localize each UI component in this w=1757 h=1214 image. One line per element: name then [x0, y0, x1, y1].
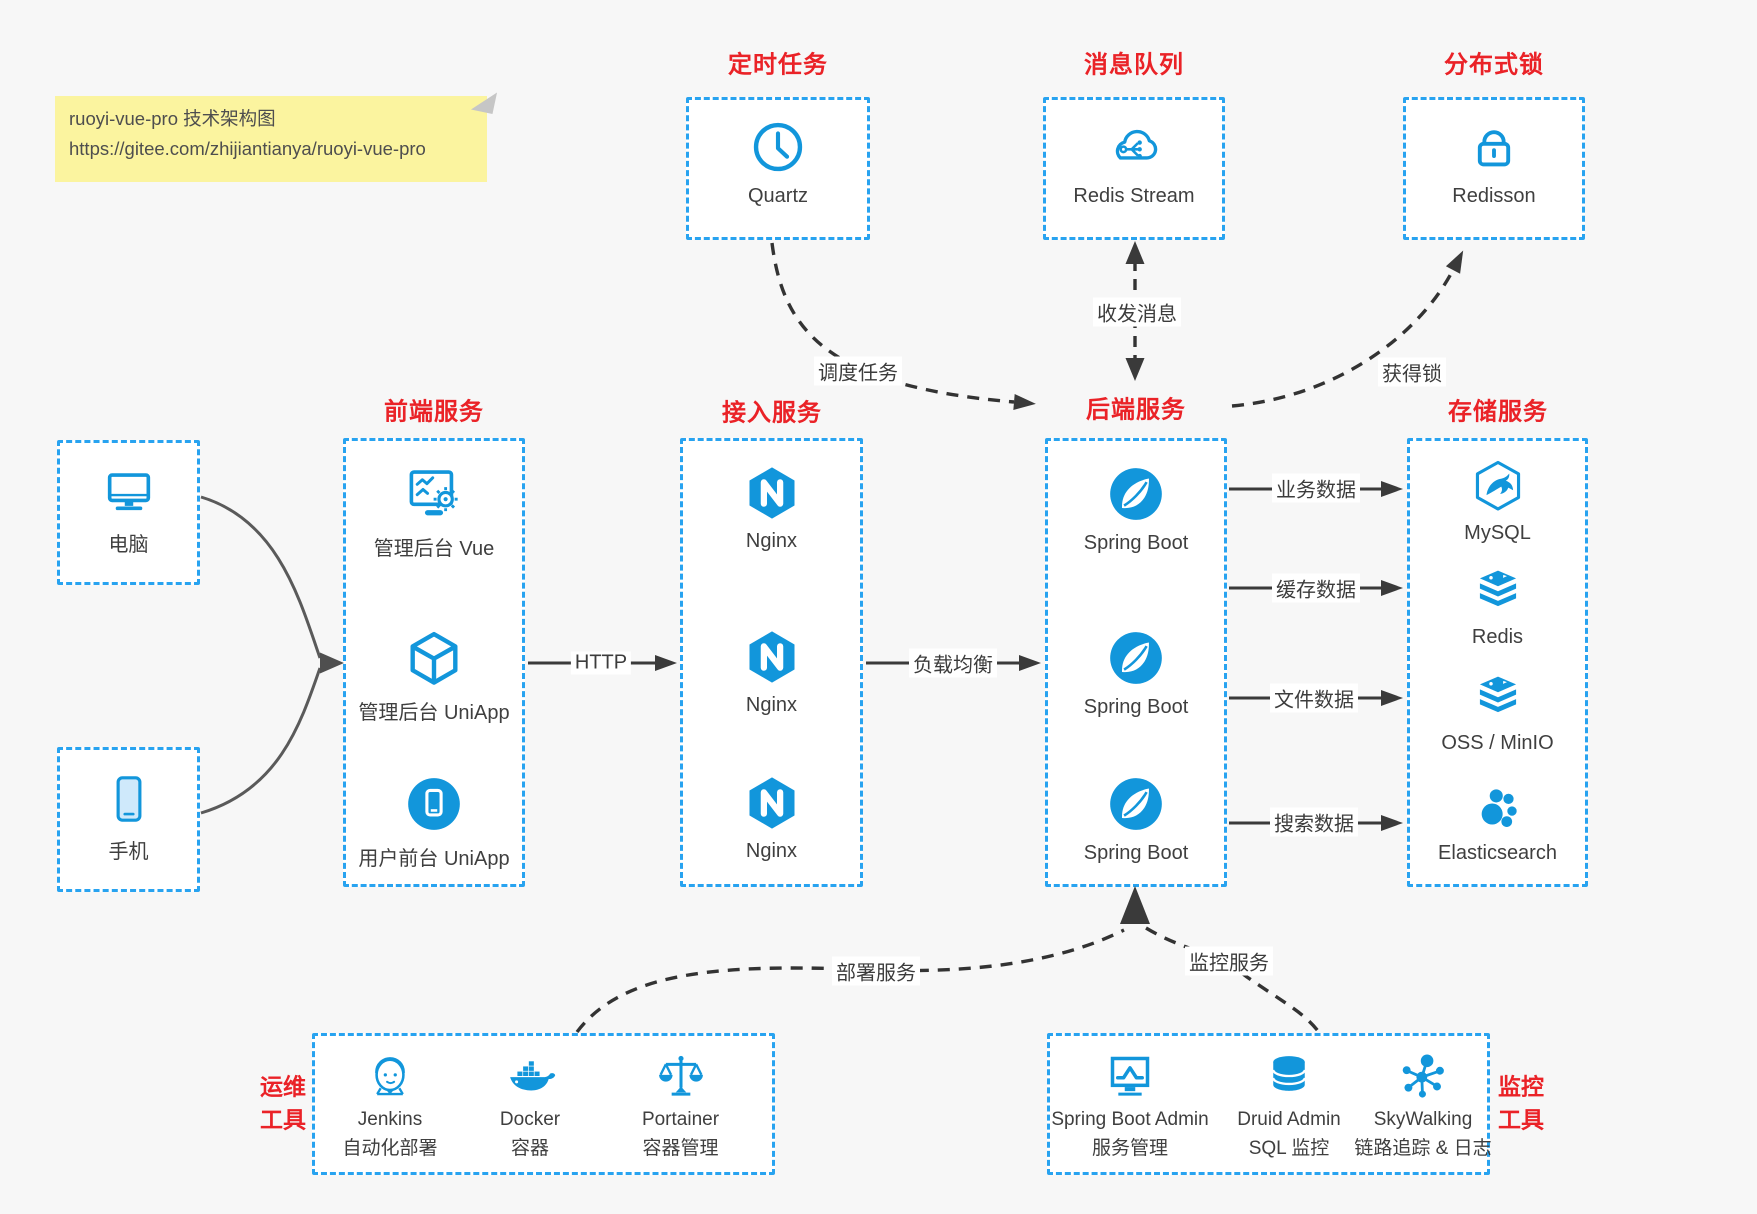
box-redisson: Redisson [1403, 97, 1585, 240]
spring-boot-icon [1105, 627, 1167, 689]
redis-stream-label: Redis Stream [1073, 185, 1195, 207]
title-message-queue: 消息队列 [1084, 51, 1184, 79]
title-scheduled-tasks: 定时任务 [728, 51, 828, 79]
edge-acquire-lock: 获得锁 [1378, 357, 1446, 387]
docker-desc: 容器 [510, 1137, 549, 1159]
oss-minio-label: OSS / MinIO [1441, 732, 1554, 754]
monitor-tools-title: 监控 工具 [1498, 1073, 1544, 1133]
druid-database-icon [1261, 1048, 1317, 1104]
jenkins-label: Jenkins [357, 1109, 423, 1130]
admin-vue-icon [403, 463, 465, 525]
spring-boot-admin-label: Spring Boot Admin [1051, 1109, 1209, 1130]
box-ops-tools: Jenkins 自动化部署 Docker 容器 [312, 1033, 775, 1175]
jenkins-desc: 自动化部署 [342, 1137, 438, 1159]
quartz-label: Quartz [747, 185, 809, 207]
redis-icon [1470, 563, 1526, 619]
edge-http: HTTP [570, 651, 632, 675]
edge-monitor: 监控服务 [1185, 946, 1273, 976]
box-gateway: Nginx Nginx Nginx [680, 438, 863, 887]
druid-admin-label: Druid Admin [1237, 1109, 1341, 1130]
wire-monitor [1145, 926, 1320, 1033]
docker-icon [502, 1048, 558, 1104]
phone-icon [100, 770, 158, 828]
edge-business-data: 业务数据 [1272, 473, 1360, 503]
note-fold-corner [470, 87, 498, 115]
user-uniapp-icon [403, 773, 465, 835]
arrowhead-into-backend [1120, 886, 1150, 924]
box-phone: 手机 [57, 747, 200, 892]
box-monitor-tools: Spring Boot Admin 服务管理 Druid Admin SQL 监… [1047, 1033, 1492, 1175]
druid-admin-desc: SQL 监控 [1248, 1137, 1330, 1159]
mysql-label: MySQL [1464, 522, 1531, 544]
edge-schedule: 调度任务 [814, 356, 902, 386]
edge-messaging: 收发消息 [1093, 297, 1181, 327]
computer-label: 电脑 [108, 534, 149, 556]
title-gateway-services: 接入服务 [722, 399, 822, 427]
portainer-label: Portainer [641, 1109, 720, 1130]
spring-boot-label: Spring Boot [1083, 842, 1189, 864]
portainer-desc: 容器管理 [642, 1137, 719, 1159]
redisson-label: Redisson [1452, 185, 1536, 207]
spring-boot-admin-icon [1102, 1048, 1158, 1104]
user-uniapp-label: 用户前台 UniApp [358, 848, 510, 870]
elasticsearch-label: Elasticsearch [1438, 842, 1557, 864]
spring-boot-label: Spring Boot [1083, 696, 1189, 718]
spring-boot-admin-desc: 服务管理 [1091, 1137, 1168, 1159]
title-distributed-lock: 分布式锁 [1444, 51, 1544, 79]
arrowhead-messaging-down [1125, 358, 1145, 381]
edge-deploy: 部署服务 [832, 956, 920, 986]
skywalking-label: SkyWalking [1373, 1109, 1473, 1130]
admin-vue-label: 管理后台 Vue [373, 538, 495, 560]
note-url: https://gitee.com/zhijiantianya/ruoyi-vu… [69, 137, 426, 159]
box-computer: 电脑 [57, 440, 200, 585]
lock-icon [1463, 116, 1525, 178]
arrowhead-messaging-up [1125, 241, 1145, 264]
admin-uniapp-label: 管理后台 UniApp [358, 702, 510, 724]
spring-boot-icon [1105, 463, 1167, 525]
nginx-label: Nginx [745, 840, 798, 862]
box-backend: Spring Boot Spring Boot Spring Boot [1045, 438, 1227, 887]
nginx-icon [742, 627, 802, 687]
spring-boot-label: Spring Boot [1083, 532, 1189, 554]
nginx-icon [742, 463, 802, 523]
edge-cache-data: 缓存数据 [1272, 573, 1360, 603]
edge-search-data: 搜索数据 [1270, 807, 1358, 837]
note-title: ruoyi-vue-pro 技术架构图 [69, 108, 276, 129]
cloud-stream-icon [1103, 116, 1165, 178]
box-storage: MySQL Redis [1407, 438, 1588, 887]
jenkins-icon [362, 1048, 418, 1104]
phone-label: 手机 [108, 841, 149, 863]
box-quartz: Quartz [686, 97, 870, 240]
nginx-icon [742, 773, 802, 833]
title-backend-services: 后端服务 [1086, 396, 1186, 424]
title-storage-services: 存储服务 [1448, 398, 1548, 426]
spring-boot-icon [1105, 773, 1167, 835]
skywalking-desc: 链路追踪 & 日志 [1354, 1137, 1492, 1159]
clock-icon [747, 116, 809, 178]
nginx-label: Nginx [745, 530, 798, 552]
arrowhead-into-frontend [320, 652, 344, 674]
nginx-label: Nginx [745, 694, 798, 716]
edge-load-balance: 负载均衡 [909, 648, 997, 678]
wire-phone-to-frontend [200, 667, 322, 815]
docker-label: Docker [499, 1109, 561, 1130]
box-redis-stream: Redis Stream [1043, 97, 1225, 240]
box-frontend: 管理后台 Vue 管理后台 UniApp 用户前台 UniApp [343, 438, 525, 887]
uniapp-cube-icon [403, 627, 465, 689]
title-frontend-services: 前端服务 [384, 398, 484, 426]
edge-file-data: 文件数据 [1270, 683, 1358, 713]
wire-computer-to-frontend [200, 495, 322, 659]
portainer-scales-icon [653, 1048, 709, 1104]
ops-tools-title: 运维 工具 [260, 1073, 306, 1133]
skywalking-network-icon [1395, 1048, 1451, 1104]
mysql-icon [1469, 457, 1527, 515]
oss-minio-icon [1470, 669, 1526, 725]
sticky-note: ruoyi-vue-pro 技术架构图 https://gitee.com/zh… [55, 87, 498, 182]
redis-label: Redis [1471, 626, 1524, 648]
computer-icon [100, 463, 158, 521]
elasticsearch-icon [1470, 779, 1526, 835]
